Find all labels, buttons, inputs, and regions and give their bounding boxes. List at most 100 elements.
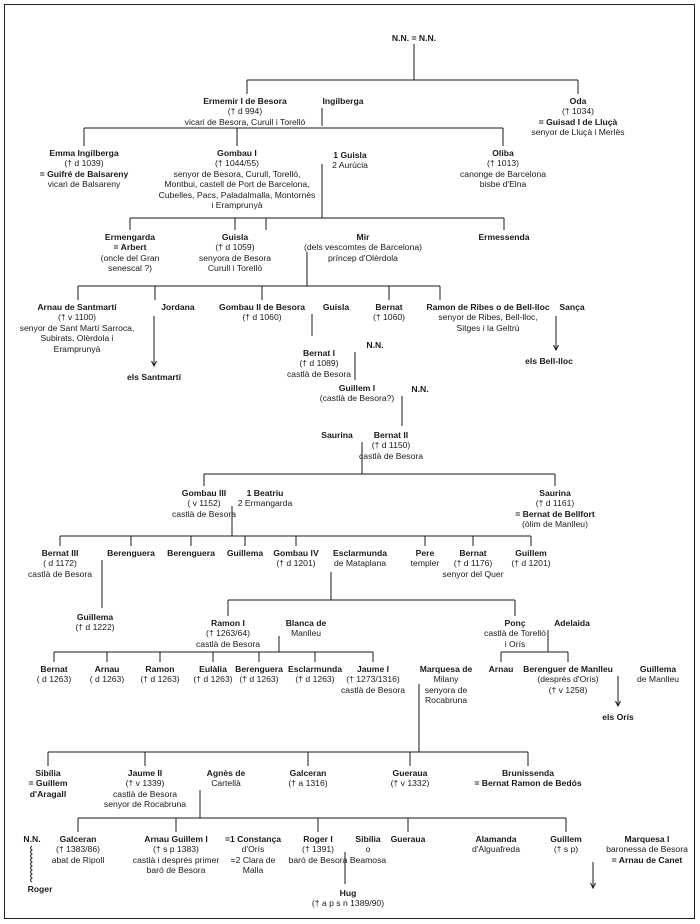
person-nn4: N.N. bbox=[23, 834, 40, 844]
person-name: Mir bbox=[356, 232, 370, 242]
person-name: Ponç bbox=[504, 618, 526, 628]
person-galceran2: Galceran(† 1383/86)abat de Ripoll bbox=[52, 834, 105, 865]
person-name: Guisla bbox=[221, 232, 249, 242]
person-detail: castlà de Besora bbox=[358, 450, 424, 461]
person-detail: baró de Besora bbox=[288, 854, 348, 865]
person-detail: senyor de Lluçà i Merlès bbox=[531, 127, 625, 138]
person-detail: († d 994) bbox=[227, 106, 263, 117]
person-eulalia: Eulàlia(† d 1263) bbox=[193, 664, 232, 685]
person-detail: († s p) bbox=[553, 844, 579, 855]
person-adelaida: Adelaida bbox=[554, 618, 590, 628]
person-name: Blanca de bbox=[285, 618, 327, 628]
person-detail: Malla bbox=[242, 865, 264, 876]
person-detail: 2 Ermangarda bbox=[237, 498, 293, 509]
person-detail: († d 1161) bbox=[535, 498, 575, 509]
person-detail: = Guillem bbox=[28, 778, 68, 789]
person-name: Sança bbox=[559, 302, 585, 312]
person-detail: (oncle del Gran bbox=[100, 252, 160, 263]
person-name: Jaume II bbox=[127, 768, 163, 778]
person-name: Marquesa I bbox=[624, 834, 670, 844]
person-name: Esclarmunda bbox=[288, 664, 342, 674]
person-name: Saurina bbox=[539, 488, 571, 498]
person-gueraua2: Gueraua bbox=[391, 834, 426, 844]
person-detail: († 1391) bbox=[301, 844, 335, 855]
person-detail: (òlim de Manlleu) bbox=[522, 519, 588, 530]
person-detail: († d 1222) bbox=[75, 622, 115, 633]
person-name: Gueraua bbox=[390, 834, 426, 844]
person-name: Ramon de Ribes o de Bell-lloc bbox=[426, 302, 550, 312]
person-detail: († 1383/86) bbox=[56, 844, 100, 855]
person-esclarmunda2: Esclarmunda(† d 1263) bbox=[288, 664, 342, 685]
person-detail: († v 1332) bbox=[390, 778, 430, 789]
person-detail: senyor de Besora, Curull, Torelló, bbox=[173, 168, 301, 179]
person-arnau-c: Arnau( d 1263) bbox=[90, 664, 124, 685]
person-name: 1 Beatriu bbox=[246, 488, 284, 498]
illegitimate-descent-line bbox=[30, 845, 33, 883]
person-detail: († v 1258) bbox=[548, 684, 588, 695]
person-name: N.N. = N.N. bbox=[391, 33, 437, 43]
person-name: Hug bbox=[339, 888, 357, 898]
person-name: Ermemir I de Besora bbox=[203, 96, 287, 106]
person-saurina2: Saurina(† d 1161)= Bernat de Bellfort(òl… bbox=[515, 488, 595, 530]
person-berenguer: Berenguer de Manlleu(després d'Orís)(† v… bbox=[523, 664, 613, 695]
person-detail: († d 1263) bbox=[239, 674, 279, 685]
person-detail: i Orís bbox=[504, 638, 526, 649]
person-mir: Mir(dels vescomtes de Barcelona)príncep … bbox=[304, 232, 422, 263]
person-detail: castlà de Torelló bbox=[484, 628, 546, 639]
person-detail: vicari de Balsareny bbox=[47, 179, 121, 190]
person-detail: = Guisad I de Lluçà bbox=[538, 116, 618, 127]
person-name: Adelaida bbox=[554, 618, 590, 628]
person-name: Ingilberga bbox=[322, 96, 364, 106]
person-name: els Santmartí bbox=[127, 372, 181, 382]
person-name: Berenguera bbox=[167, 548, 215, 558]
person-detail: Subirats, Olèrdola i bbox=[40, 333, 114, 344]
person-detail: = Bernat de Bellfort bbox=[515, 508, 595, 519]
arrow-head bbox=[590, 882, 596, 890]
person-name: Bernat II bbox=[373, 430, 409, 440]
person-name: Bernat bbox=[459, 548, 487, 558]
person-name: Esclarmunda bbox=[333, 548, 387, 558]
person-arnau-sm: Arnau de Santmartí(† v 1100)senyor de Sa… bbox=[20, 302, 135, 354]
person-detail: († 1044/55) bbox=[215, 158, 259, 169]
person-detail: senyor de Ribes, Bell-lloc, bbox=[438, 312, 538, 323]
person-name: Agnès de bbox=[206, 768, 246, 778]
person-detail: castlà de Besora bbox=[286, 368, 352, 379]
person-detail: baró de Besora bbox=[146, 865, 206, 876]
person-detail: castlà de Besora bbox=[171, 508, 237, 519]
person-detail: († 1263/64) bbox=[206, 628, 250, 639]
person-gombau4: Gombau IV(† d 1201) bbox=[273, 548, 318, 569]
person-name: Gueraua bbox=[392, 768, 428, 778]
person-name: els Orís bbox=[602, 712, 634, 722]
person-name: Pere bbox=[415, 548, 435, 558]
person-gombau1: Gombau I(† 1044/55)senyor de Besora, Cur… bbox=[159, 148, 316, 210]
person-detail: ( d 1172) bbox=[43, 558, 77, 569]
person-guillem1: Guillem I(castlà de Besora?) bbox=[320, 383, 395, 404]
person-detail: († d 1039) bbox=[64, 158, 104, 169]
person-detail: († d 1201) bbox=[511, 558, 551, 569]
person-detail: templer bbox=[410, 558, 440, 569]
person-detail: d'Alguafreda bbox=[472, 844, 520, 855]
person-detail: († a p s n 1389/90) bbox=[311, 898, 385, 909]
person-guisla3: Guisla bbox=[323, 302, 349, 312]
person-detail: († d 1201) bbox=[276, 558, 316, 569]
person-detail: bisbe d'Elna bbox=[479, 179, 527, 190]
person-roger: Roger bbox=[28, 884, 53, 894]
person-name: els Bell-lloc bbox=[525, 356, 573, 366]
diagram-frame bbox=[4, 4, 695, 919]
person-detail: d'Orís bbox=[241, 844, 265, 855]
person-gombau3: Gombau III( v 1152)castlà de Besora bbox=[172, 488, 236, 519]
person-name: Sibília bbox=[355, 834, 381, 844]
person-sanca: Sança bbox=[559, 302, 584, 312]
person-bernat2: Bernat II(† d 1150)castlà de Besora bbox=[359, 430, 423, 461]
person-ingilberga: Ingilberga bbox=[322, 96, 363, 106]
person-detail: Cartellà bbox=[211, 778, 241, 789]
person-detail: Sitges i la Geltrú bbox=[456, 322, 520, 333]
person-detail: ( d 1263) bbox=[89, 674, 125, 685]
person-arnau-guillem: Arnau Guillem I(† s p 1383)castlà i desp… bbox=[133, 834, 219, 876]
